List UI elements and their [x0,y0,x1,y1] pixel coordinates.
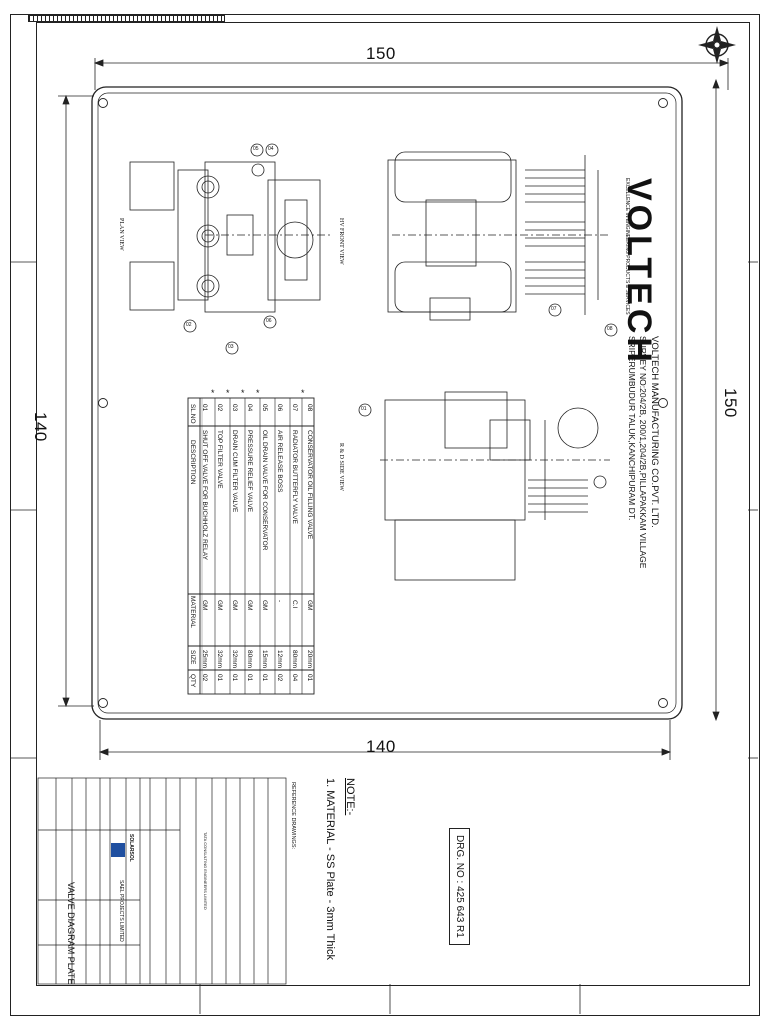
drawing-number: DRG. NO : 425 643 R1 [449,828,470,945]
valve-row-desc: RADIATOR BUTTERFLY VALVE [291,430,298,524]
dimension-bottom: 140 [366,737,396,756]
valve-row-desc: CONSERVATOR OIL FILLING VALVE [306,430,313,540]
notes-item-1: 1. MATERIAL - SS Plate - 3mm Thick [324,778,336,960]
valve-row-sl: 03 [231,404,238,412]
valve-row-sl: 06 [276,404,283,412]
valve-row-material: GM [231,600,238,611]
valve-row-material: C.I [291,600,298,609]
valve-row-size: 20mm [306,650,313,669]
valve-table-header: DESCRIPTION [189,440,196,485]
valve-row-material: GM [306,600,313,611]
company-address-1: SURVEY NO:204/2B, 200/1,204/2B,PILLAPAKK… [638,336,648,569]
valve-row-desc: PRESSURE RELIEF VALVE [246,430,253,513]
valve-row-material: GM [201,600,208,611]
plan-view-label: PLAN VIEW [118,218,124,251]
valve-row-qty: 02 [201,674,208,682]
drawing-frame-outer [10,14,760,1016]
valve-row-qty: 01 [306,674,313,682]
compass-icon [698,26,736,64]
dimension-top: 150 [366,44,396,63]
valve-row-material: GM [261,600,268,611]
valve-row-star: * [301,388,305,398]
reference-drawings-label: REFERENCE DRAWINGS: [290,782,296,850]
valve-row-sl: 01 [201,404,208,412]
valve-row-desc: AIR RELEASE BOSS [276,430,283,493]
callout-07: 07 [551,306,557,312]
project-company: SAEL PROJECTS LIMITED [118,880,124,942]
valve-row-sl: 02 [216,404,223,412]
dimension-left: 140 [31,412,50,442]
valve-row-size: 32mm [231,650,238,669]
valve-row-qty: 01 [231,674,238,682]
valve-row-star: * [211,388,215,398]
partner-logo-icon [111,843,125,857]
callout-01: 01 [361,406,367,412]
callout-06: 06 [266,318,272,324]
callout-03: 03 [228,344,234,350]
callout-04: 04 [268,146,274,152]
partner-logo: SOLARSOL [128,834,134,862]
valve-row-qty: 01 [246,674,253,682]
company-address-2: SRIPERUMBUDUR TALUK,KANCHIPURAM DT. [627,336,637,521]
valve-row-material: GM [246,600,253,611]
company-name: VOLTECH MANUFACTURING CO.PVT. LTD. [649,336,660,528]
valve-row-star: * [226,388,230,398]
valve-row-star: * [241,388,245,398]
drawing-frame-inner [36,22,750,986]
valve-row-qty: 01 [216,674,223,682]
revision-strip [28,15,225,22]
valve-row-sl: 04 [246,404,253,412]
callout-02: 02 [186,322,192,328]
valve-row-size: 12mm [276,650,283,669]
valve-row-desc: DRAIN CUM FILTER VALVE [231,430,238,513]
valve-row-size: 25mm [201,650,208,669]
valve-row-qty: 04 [291,674,298,682]
valve-table-header: SL.NO [189,404,196,424]
dimension-right: 150 [721,388,740,418]
valve-row-qty: 02 [276,674,283,682]
valve-row-material: - [276,600,283,603]
valve-row-desc: TOP FILTER VALVE [216,430,223,489]
drawing-title: VALVE DIAGRAM PLATE [66,882,76,985]
valve-row-desc: OIL DRAIN VALVE FOR CONSERVATOR [261,430,268,551]
valve-row-desc: SHUT OFF VALVE FOR BUCHHOLZ RELAY [201,430,208,560]
valve-row-size: 80mm [291,650,298,669]
callout-05: 05 [253,146,259,152]
valve-row-material: GM [216,600,223,611]
valve-row-sl: 05 [261,404,268,412]
valve-row-size: 15mm [261,650,268,669]
callout-08: 08 [607,326,613,332]
valve-row-sl: 08 [306,404,313,412]
valve-table-header: QTY [189,674,196,688]
valve-row-size: 80mm [246,650,253,669]
valve-row-qty: 01 [261,674,268,682]
brand-tagline: EXCELLENCE IN ENGINEERING PRODUCTS & SER… [624,178,630,315]
valve-row-sl: 07 [291,404,298,412]
valve-row-size: 32mm [216,650,223,669]
valve-table-header: SIZE [189,650,196,665]
notes-heading: NOTE:- [344,778,356,816]
hv-front-view-label: HV FRONT VIEW [338,218,344,265]
rd-side-view-label: R & D SIDE VIEW [338,443,344,491]
client-name: TATA CONSULTING ENGINEERS LIMITED [203,832,208,910]
valve-table-header: MATERIAL [189,596,196,629]
valve-row-star: * [256,388,260,398]
